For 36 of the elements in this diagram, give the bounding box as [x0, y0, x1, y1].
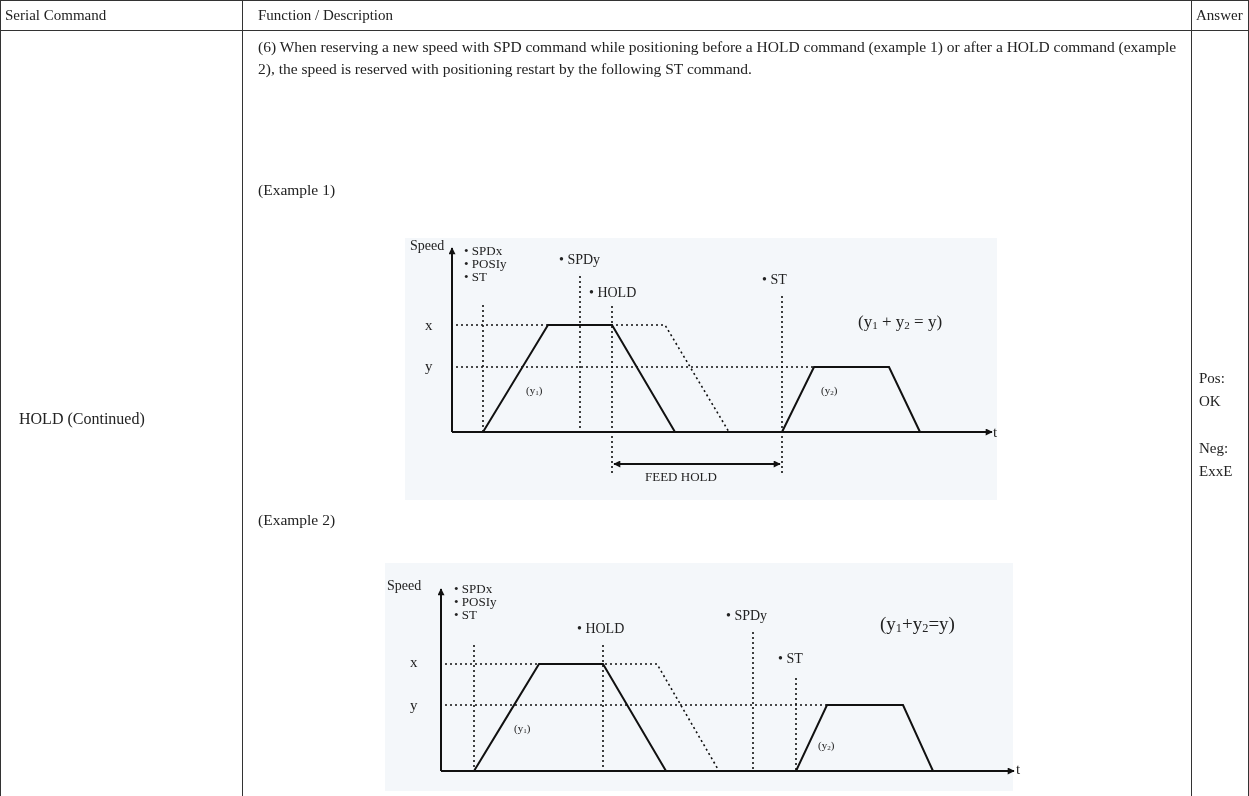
- command-marker: • HOLD: [577, 621, 625, 638]
- command-marker: • ST: [778, 651, 803, 668]
- axis-label: Speed: [410, 238, 445, 255]
- command-marker: • ST: [454, 608, 477, 623]
- answer-text: Pos: OK: [1199, 369, 1226, 411]
- area-label: (y$_{2}$): [818, 739, 835, 753]
- example-heading: (Example 1): [258, 181, 336, 199]
- column-header: Answer: [1196, 7, 1243, 25]
- area-label: (y$_{1}$): [514, 722, 531, 736]
- command-marker: • HOLD: [589, 285, 637, 302]
- axis-tick-label: y: [410, 697, 418, 715]
- dimension-label: FEED HOLD: [645, 470, 717, 485]
- column-header: Function / Description: [258, 7, 393, 25]
- axis-label: t: [1016, 761, 1021, 779]
- command-marker: • SPDy: [559, 252, 601, 269]
- area-label: (y$_{2}$): [821, 384, 838, 398]
- description-text: (6) When reserving a new speed with SPD command while positioning before a HOLD command (example 1) or after a HOLD command (example 2), the speed is reserved with positioning restart by the following ST command.: [258, 37, 1178, 79]
- axis-label: t: [993, 424, 998, 442]
- column-header: Serial Command: [5, 7, 107, 25]
- axis-label: Speed: [387, 578, 422, 595]
- axis-tick-label: x: [410, 654, 418, 672]
- command-marker: • POSIy: [454, 595, 497, 610]
- command-name: HOLD (Continued): [19, 410, 145, 429]
- command-marker: • SPDy: [726, 608, 768, 625]
- command-marker: • SPDx: [464, 244, 503, 259]
- answer-text: Neg: ExxE: [1199, 439, 1234, 481]
- command-marker: • SPDx: [454, 582, 493, 597]
- axis-tick-label: x: [425, 317, 433, 335]
- command-marker: • POSIy: [464, 257, 507, 272]
- area-label: (y$_{1}$): [526, 384, 543, 398]
- command-marker: • ST: [762, 272, 787, 289]
- equation-text: (y$_{1}$+y$_{2}$=y): [880, 613, 955, 636]
- axis-tick-label: y: [425, 358, 433, 376]
- example-heading: (Example 2): [258, 511, 336, 529]
- equation-text: (y$_{1}$ + y$_{2}$ = y): [858, 312, 943, 332]
- command-marker: • ST: [464, 270, 487, 285]
